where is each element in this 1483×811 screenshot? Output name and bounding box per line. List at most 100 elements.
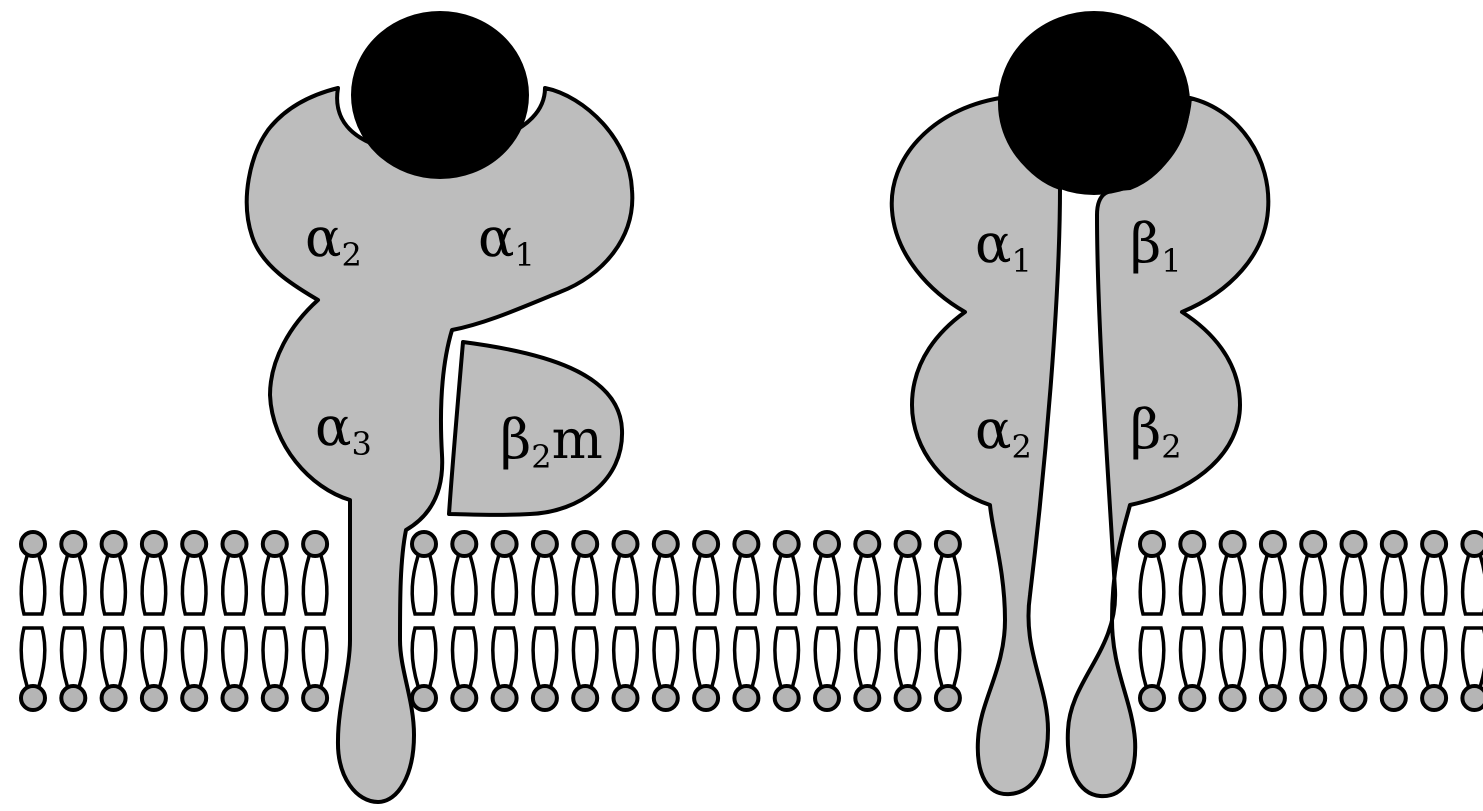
lipid-head-lower — [1221, 686, 1245, 710]
lipid-head-upper — [493, 532, 517, 556]
lipid-head-lower — [614, 686, 638, 710]
lipid-tail-upper — [412, 556, 435, 614]
lipid-tail-upper — [614, 556, 637, 614]
lipid-tail-lower — [1140, 628, 1163, 686]
lipid-tail-lower — [1221, 628, 1244, 686]
lipid-head-upper — [61, 532, 85, 556]
lipid-head-upper — [573, 532, 597, 556]
lipid-head-lower — [1382, 686, 1406, 710]
lipid-tail-lower — [493, 628, 516, 686]
lipid-tail-upper — [223, 556, 246, 614]
lipid-tail-lower — [533, 628, 556, 686]
lipid-tail-upper — [142, 556, 165, 614]
lipid-head-upper — [654, 532, 678, 556]
lipid-tail-upper — [493, 556, 516, 614]
lipid-head-lower — [815, 686, 839, 710]
lipid-tail-upper — [856, 556, 879, 614]
lipid-head-upper — [1301, 532, 1325, 556]
lipid-tail-upper — [735, 556, 758, 614]
lipid-tail-lower — [142, 628, 165, 686]
lipid-head-upper — [1140, 532, 1164, 556]
lipid-head-lower — [654, 686, 678, 710]
lipid-head-upper — [855, 532, 879, 556]
lipid-head-upper — [412, 532, 436, 556]
lipid-tail-upper — [573, 556, 596, 614]
lipid-tail-lower — [1342, 628, 1365, 686]
lipid-tail-upper — [1422, 556, 1445, 614]
lipid-head-lower — [855, 686, 879, 710]
lipid-head-upper — [102, 532, 126, 556]
lipid-head-lower — [182, 686, 206, 710]
lipid-tail-lower — [1382, 628, 1405, 686]
lipid-head-upper — [1462, 532, 1483, 556]
lipid-head-lower — [452, 686, 476, 710]
lipid-tail-upper — [62, 556, 85, 614]
lipid-tail-lower — [573, 628, 596, 686]
lipid-head-upper — [775, 532, 799, 556]
lipid-head-upper — [1221, 532, 1245, 556]
lipid-tail-upper — [263, 556, 286, 614]
lipid-head-lower — [1180, 686, 1204, 710]
lipid-head-lower — [1462, 686, 1483, 710]
lipid-head-lower — [775, 686, 799, 710]
lipid-head-lower — [1301, 686, 1325, 710]
lipid-tail-lower — [735, 628, 758, 686]
lipid-tail-lower — [1463, 628, 1483, 686]
lipid-tail-upper — [1261, 556, 1284, 614]
lipid-head-upper — [815, 532, 839, 556]
lipid-tail-lower — [412, 628, 435, 686]
lipid-tail-upper — [453, 556, 476, 614]
lipid-tail-lower — [614, 628, 637, 686]
lipid-head-upper — [1261, 532, 1285, 556]
lipid-head-lower — [936, 686, 960, 710]
lipid-head-lower — [223, 686, 247, 710]
lipid-head-upper — [614, 532, 638, 556]
lipid-tail-lower — [102, 628, 125, 686]
lipid-head-upper — [263, 532, 287, 556]
lipid-tail-upper — [102, 556, 125, 614]
lipid-head-lower — [573, 686, 597, 710]
lipid-tail-lower — [654, 628, 677, 686]
lipid-head-lower — [1342, 686, 1366, 710]
lipid-head-upper — [223, 532, 247, 556]
lipid-tail-upper — [654, 556, 677, 614]
lipid-tail-lower — [815, 628, 838, 686]
lipid-tail-lower — [896, 628, 919, 686]
lipid-head-lower — [734, 686, 758, 710]
lipid-tail-lower — [1301, 628, 1324, 686]
label-beta2m: β2m — [500, 408, 603, 476]
lipid-tail-lower — [453, 628, 476, 686]
lipid-head-upper — [694, 532, 718, 556]
lipid-head-lower — [1261, 686, 1285, 710]
lipid-tail-upper — [1301, 556, 1324, 614]
lipid-tail-lower — [21, 628, 44, 686]
lipid-head-upper — [182, 532, 206, 556]
lipid-head-lower — [303, 686, 327, 710]
lipid-head-lower — [263, 686, 287, 710]
lipid-tail-upper — [1463, 556, 1483, 614]
lipid-bilayer — [0, 532, 1483, 710]
lipid-head-upper — [1382, 532, 1406, 556]
lipid-head-upper — [21, 532, 45, 556]
lipid-tail-upper — [1140, 556, 1163, 614]
lipid-head-upper — [1342, 532, 1366, 556]
lipid-tail-upper — [1181, 556, 1204, 614]
lipid-head-lower — [694, 686, 718, 710]
lipid-head-upper — [142, 532, 166, 556]
lipid-head-lower — [1422, 686, 1446, 710]
lipid-head-upper — [1422, 532, 1446, 556]
lipid-tail-upper — [775, 556, 798, 614]
lipid-tail-upper — [815, 556, 838, 614]
lipid-tail-lower — [694, 628, 717, 686]
lipid-tail-upper — [303, 556, 326, 614]
lipid-tail-upper — [182, 556, 205, 614]
lipid-head-upper — [303, 532, 327, 556]
lipid-tail-lower — [856, 628, 879, 686]
lipid-head-lower — [102, 686, 126, 710]
lipid-tail-lower — [1261, 628, 1284, 686]
lipid-tail-lower — [223, 628, 246, 686]
lipid-tail-lower — [936, 628, 959, 686]
lipid-tail-upper — [1342, 556, 1365, 614]
lipid-tail-lower — [775, 628, 798, 686]
peptide-class-i — [353, 13, 527, 177]
